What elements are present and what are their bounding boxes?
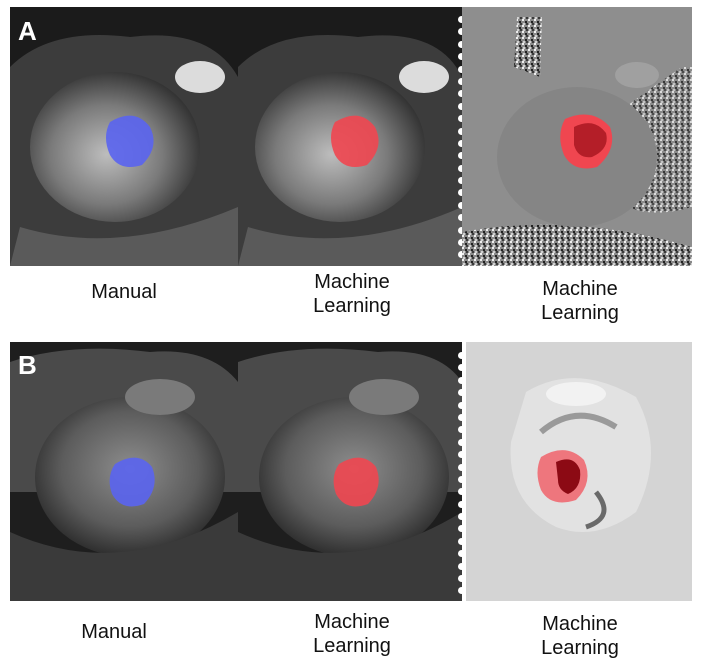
row-a-ml-phase-map xyxy=(462,7,692,266)
row-b-separator-dots xyxy=(458,352,466,600)
manual-tumor-overlay xyxy=(109,457,155,507)
panel-letter-a: A xyxy=(18,16,37,46)
row-b-manual-mri xyxy=(10,342,238,601)
caption-a-3: Machine Learning xyxy=(541,278,619,324)
caption-a-2: Machine Learning xyxy=(313,271,391,317)
caption-a-1: Manual xyxy=(91,281,157,303)
row-a-manual-mri xyxy=(10,7,238,266)
ml-tumor-overlay xyxy=(333,457,379,507)
row-b-ml-phase-map xyxy=(466,342,692,601)
row-a-separator-dots xyxy=(458,16,466,264)
caption-b-3: Machine Learning xyxy=(541,613,619,659)
manual-tumor-overlay xyxy=(106,115,154,168)
row-a-ml-mri xyxy=(238,7,462,266)
row-b-ml-mri xyxy=(238,342,462,601)
panel-letter-b: B xyxy=(18,350,37,380)
ml-tumor-overlay xyxy=(331,115,379,168)
caption-b-1: Manual xyxy=(81,621,147,643)
caption-b-2: Machine Learning xyxy=(313,611,391,657)
